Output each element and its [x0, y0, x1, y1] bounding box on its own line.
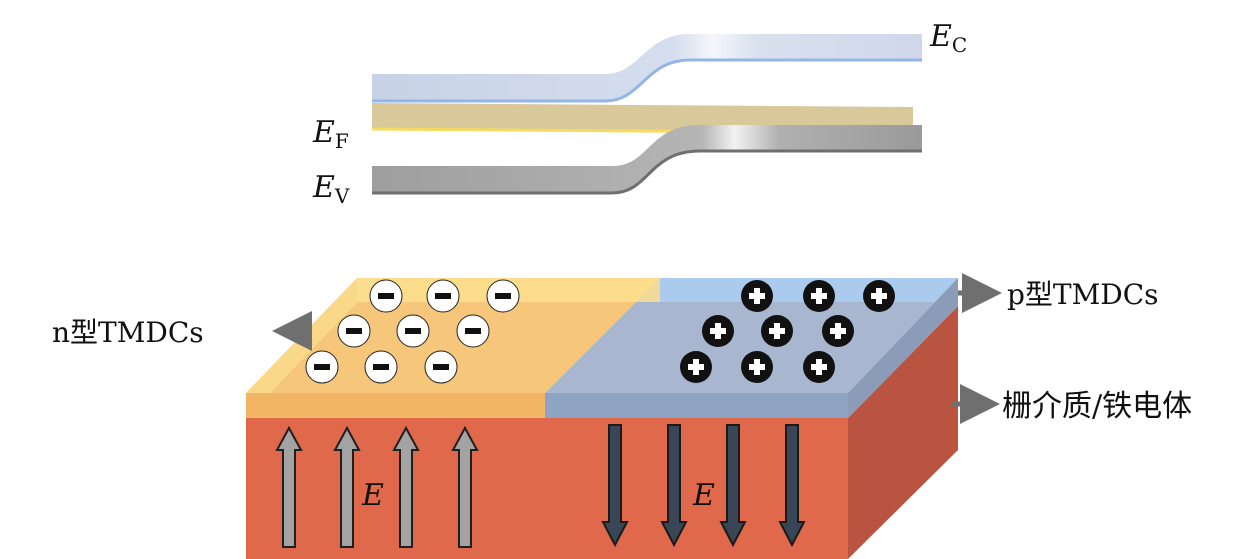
electron	[424, 350, 458, 384]
hole	[761, 315, 793, 347]
hole	[863, 280, 895, 312]
hole	[803, 280, 835, 312]
up-arrow	[392, 425, 420, 548]
n-type-front-face	[246, 393, 545, 418]
down-arrow	[660, 424, 688, 548]
hole	[741, 280, 773, 312]
n-type-label: n型TMDCs	[52, 316, 204, 349]
up-arrow	[451, 425, 479, 548]
electron	[305, 350, 339, 384]
electron	[456, 314, 490, 348]
p-type-callout: p型TMDCs	[958, 273, 1159, 313]
down-arrow	[719, 424, 747, 548]
dielectric-callout: 栅介质/铁电体	[952, 384, 1192, 424]
dielectric-label: 栅介质/铁电体	[1002, 389, 1192, 424]
valence-band	[372, 125, 922, 195]
electron	[486, 279, 520, 313]
n-type-callout: n型TMDCs	[52, 311, 312, 351]
hole	[741, 351, 773, 383]
p-type-top-face	[545, 278, 958, 393]
field-label-right: E	[692, 478, 715, 513]
up-arrow	[275, 425, 303, 548]
p-type-side-face	[848, 278, 958, 418]
hole	[702, 315, 734, 347]
polarization-up-arrows	[275, 425, 479, 548]
electron	[426, 279, 460, 313]
electron	[364, 350, 398, 384]
ef-label: EF	[312, 115, 349, 153]
up-arrow	[333, 425, 361, 548]
electron	[396, 314, 430, 348]
n-type-left-rim	[246, 278, 381, 393]
field-label-left: E	[361, 478, 384, 513]
conduction-band	[372, 34, 922, 103]
hole-group	[680, 280, 895, 383]
polarization-down-arrows	[601, 424, 806, 548]
ec-label: EC	[929, 19, 967, 57]
electron	[337, 314, 371, 348]
hole	[680, 351, 712, 383]
p-type-label: p型TMDCs	[1007, 278, 1159, 311]
p-type-front-face	[545, 393, 848, 418]
device-block: E E	[246, 278, 958, 559]
electron	[369, 279, 403, 313]
down-arrow	[778, 424, 806, 548]
band-diagram: EC EF EV	[312, 19, 967, 208]
hole	[803, 351, 835, 383]
electron-group	[305, 279, 520, 384]
down-arrow	[601, 424, 629, 548]
substrate-front-face	[246, 418, 848, 559]
hole	[822, 315, 854, 347]
ev-label: EV	[312, 170, 350, 208]
substrate-side-face	[848, 306, 958, 559]
